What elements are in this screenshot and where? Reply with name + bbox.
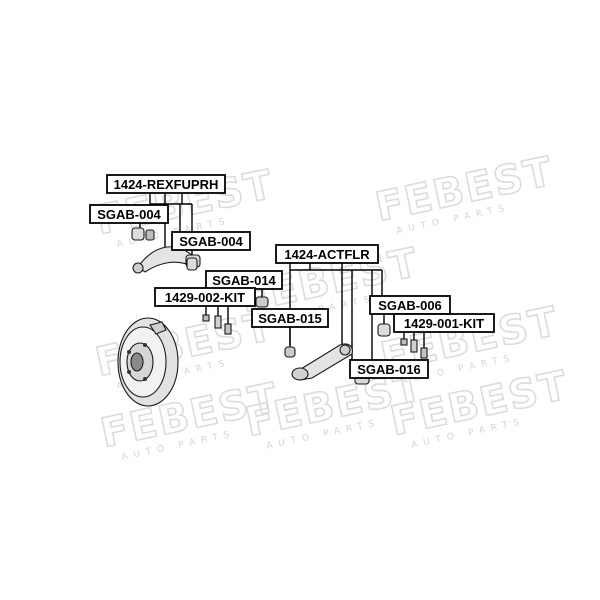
bushing-sgab015-illustration: [284, 346, 296, 358]
label-text: 1424-REXFUPRH: [114, 177, 219, 192]
label-sgab-004-b[interactable]: SGAB-004: [171, 231, 251, 251]
label-1429-001-kit[interactable]: 1429-001-KIT: [393, 313, 495, 333]
label-sgab-014[interactable]: SGAB-014: [205, 270, 283, 290]
bushing-sgab014-illustration: [255, 296, 269, 308]
label-sgab-015[interactable]: SGAB-015: [251, 308, 329, 328]
bushing-sgab004-b-illustration: [186, 257, 198, 271]
bushing-sgab004-a-illustration: [131, 227, 155, 241]
label-text: SGAB-014: [212, 273, 276, 288]
leader-lines: [139, 193, 425, 372]
label-1424-rexfuprh[interactable]: 1424-REXFUPRH: [106, 174, 226, 194]
label-text: 1424-ACTFLR: [284, 247, 370, 262]
label-sgab-016[interactable]: SGAB-016: [349, 359, 429, 379]
bolt-kit-001-illustration: [400, 338, 428, 359]
lower-control-arm-illustration: [291, 343, 353, 381]
bolt-kit-002-illustration: [202, 314, 232, 335]
label-text: SGAB-015: [258, 311, 322, 326]
label-text: SGAB-004: [179, 234, 243, 249]
label-text: 1429-002-KIT: [165, 290, 245, 305]
label-text: SGAB-016: [357, 362, 421, 377]
bushing-sgab006-illustration: [377, 323, 391, 337]
label-1429-002-kit[interactable]: 1429-002-KIT: [154, 287, 256, 307]
watermark-layer: FEBEST AUTO PARTS FEBEST AUTO PARTS FEBE…: [91, 148, 574, 463]
label-text: 1429-001-KIT: [404, 316, 484, 331]
label-text: SGAB-006: [378, 298, 442, 313]
label-1424-actflr[interactable]: 1424-ACTFLR: [275, 244, 379, 264]
label-text: SGAB-004: [97, 207, 161, 222]
label-sgab-004-a[interactable]: SGAB-004: [89, 204, 169, 224]
brake-disc-illustration: [117, 317, 179, 407]
label-sgab-006[interactable]: SGAB-006: [369, 295, 451, 315]
